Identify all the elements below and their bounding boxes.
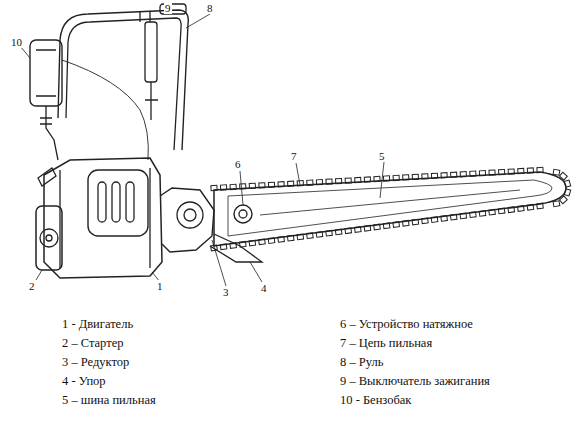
legend-text: 4 - Упор bbox=[62, 375, 106, 389]
callout-number: 10 bbox=[10, 36, 23, 48]
legend-text: 2 – Стартер bbox=[62, 337, 123, 351]
callout-number: 4 bbox=[260, 282, 268, 294]
callout-number: 7 bbox=[290, 150, 298, 162]
legend-text: 3 – Редуктор bbox=[62, 356, 129, 370]
legend-text: 8 – Руль bbox=[340, 356, 383, 370]
callout-number: 2 bbox=[28, 280, 36, 292]
legend-text: 1 - Двигатель bbox=[62, 318, 133, 332]
callout-number: 5 bbox=[378, 150, 386, 162]
legend-text: 7 – Цепь пильная bbox=[340, 337, 432, 351]
legend-text: 5 – шина пильная bbox=[62, 394, 156, 408]
callout-number: 3 bbox=[222, 286, 230, 298]
callout-number: 8 bbox=[206, 2, 214, 14]
callout-number: 6 bbox=[234, 158, 242, 170]
legend-text: 9 – Выключатель зажигания bbox=[340, 375, 490, 389]
legend-text: 10 - Бензобак bbox=[340, 394, 411, 408]
legend-text: 6 – Устройство натяжное bbox=[340, 318, 473, 332]
callout-number: 9 bbox=[164, 2, 172, 14]
callout-number: 1 bbox=[156, 280, 164, 292]
